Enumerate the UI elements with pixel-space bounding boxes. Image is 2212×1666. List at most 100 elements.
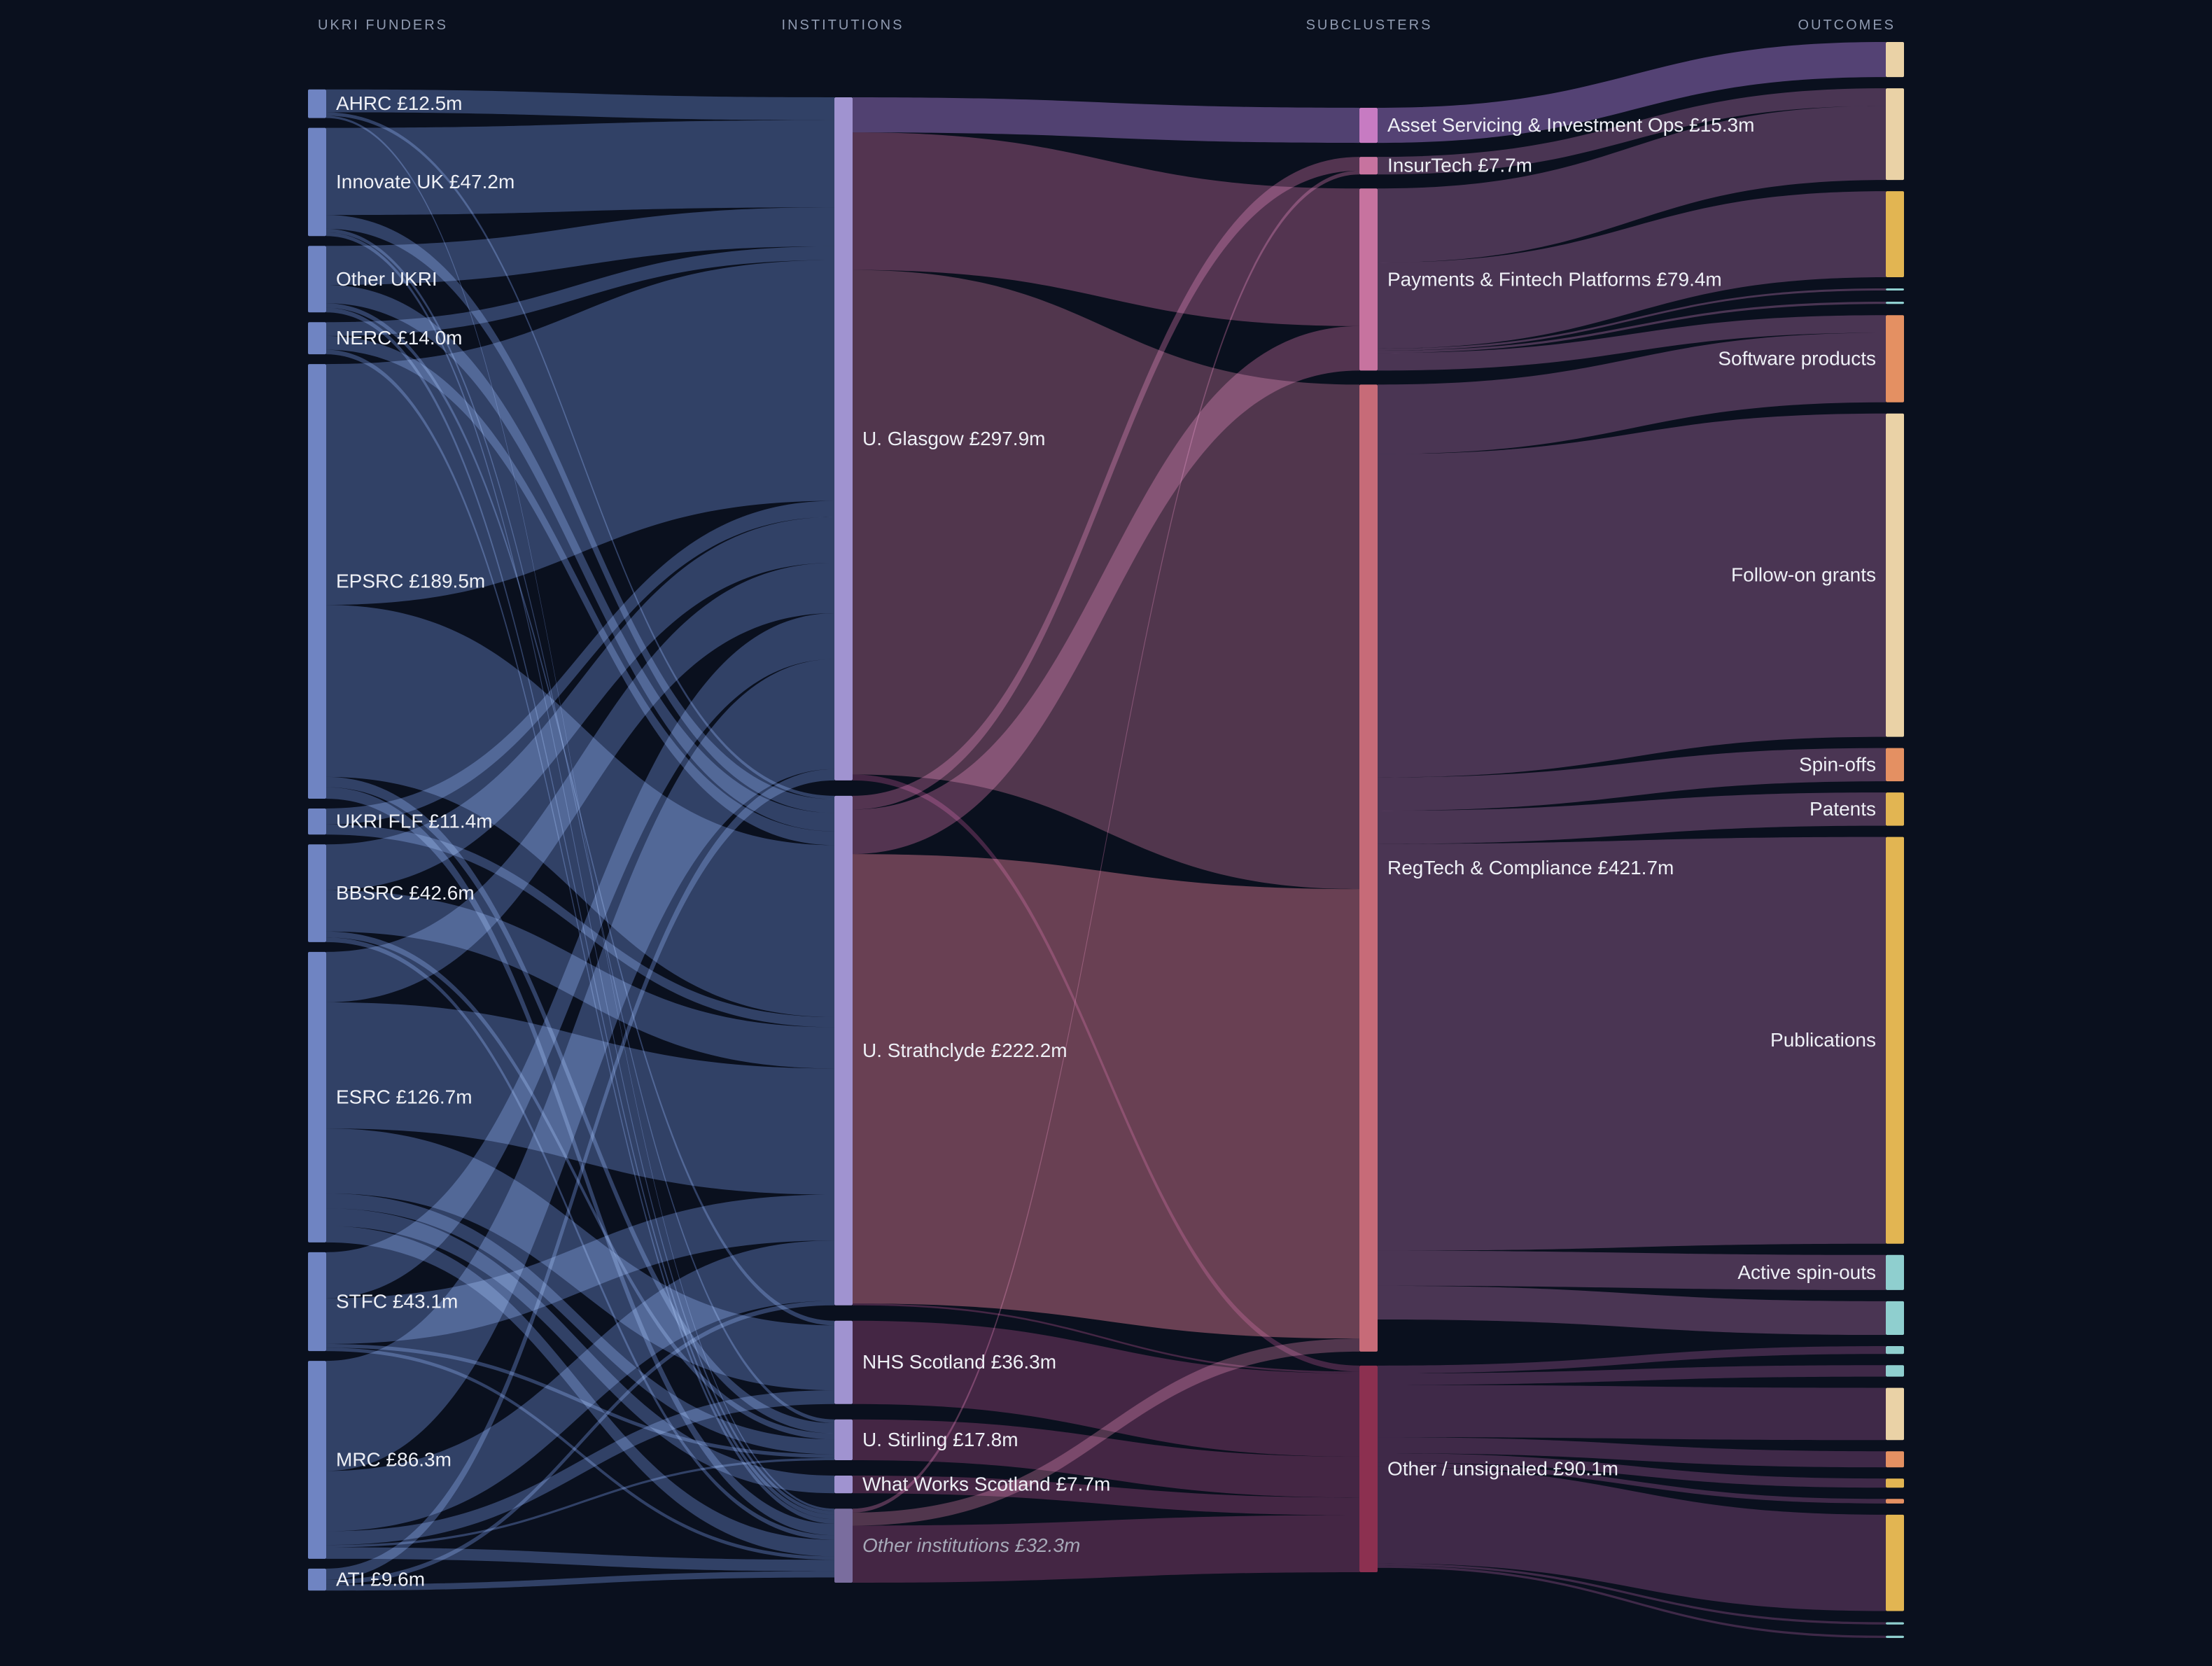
link-i_strath-to-s_pay [853,326,1359,855]
node-o_spinoffs [1886,748,1904,782]
link-s_other-to-o_oth_9 [1378,1565,1886,1638]
node-s_pay [1359,188,1378,371]
node-f_nerc [308,322,326,355]
link-s_reg-to-o_pubs [1378,836,1886,1251]
label-s_other: Other / unsignaled £90.1m [1387,1457,1618,1479]
node-o_oth_9 [1886,1635,1904,1638]
label-f_stfc: STFC £43.1m [336,1291,458,1312]
label-f_esrc: ESRC £126.7m [336,1086,472,1107]
link-s_other-to-o_oth_8 [1378,1563,1886,1625]
node-o_software [1886,315,1904,402]
node-o_pay_3 [1886,288,1904,291]
node-i_whatworks [834,1476,853,1494]
label-o_software: Software products [1718,347,1876,369]
link-s_pay-to-o_pay_1 [1378,106,1886,263]
node-o_oth_3 [1886,1387,1904,1441]
link-i_strath-to-s_reg [853,854,1359,1339]
node-f_innovate [308,127,326,237]
label-o_active: Active spin-outs [1737,1261,1876,1283]
node-f_epsrc [308,364,326,799]
node-o_pubs [1886,836,1904,1244]
node-f_esrc [308,951,326,1242]
node-o_active [1886,1254,1904,1290]
node-o_pay_2 [1886,191,1904,278]
label-i_whatworks: What Works Scotland £7.7m [862,1474,1110,1495]
node-i_other [834,1508,853,1583]
link-f_epsrc-to-i_glasgow [326,260,834,606]
link-f_esrc-to-i_whatworks [326,1208,834,1494]
link-s_other-to-o_oth_1 [1378,1346,1886,1374]
link-s_pay-to-o_pay_2 [1378,191,1886,349]
link-f_mrc-to-i_stirling [326,1457,834,1548]
link-i_other-to-s_reg [853,1338,1359,1526]
node-o_oth_8 [1886,1622,1904,1625]
label-f_epsrc: EPSRC £189.5m [336,570,485,592]
link-f_mrc-to-i_glasgow [326,659,834,1471]
label-i_glasgow: U. Glasgow £297.9m [862,428,1045,449]
link-f_mrc-to-i_strath [326,1240,834,1532]
label-o_followon: Follow-on grants [1731,564,1876,586]
link-s_other-to-o_oth_4 [1378,1437,1886,1468]
link-f_flf-to-i_strath [326,824,834,1028]
label-f_other: Other UKRI [336,268,438,290]
link-i_other-to-s_other [853,1515,1359,1583]
link-i_other-to-s_insur [853,170,1359,1513]
link-s_other-to-o_oth_5 [1378,1453,1886,1488]
node-o_pay_1 [1886,88,1904,181]
sankey-nodes [308,42,1904,1638]
node-o_patents [1886,792,1904,826]
node-s_other [1359,1365,1378,1573]
column-header-2: SUBCLUSTERS [1306,18,1433,33]
label-f_innovate: Innovate UK £47.2m [336,171,514,192]
link-i_strath-to-s_other [853,1303,1359,1374]
label-o_spinoffs: Spin-offs [1799,753,1876,775]
label-f_mrc: MRC £86.3m [336,1448,451,1470]
link-s_reg-to-o_followon [1378,413,1886,778]
label-f_ati: ATI £9.6m [336,1569,425,1590]
link-f_other-to-i_glasgow [326,207,834,285]
node-o_asset_1 [1886,42,1904,78]
node-o_oth_7 [1886,1514,1904,1611]
link-f_ati-to-i_other [326,1571,834,1591]
link-s_pay-to-o_pay_3 [1378,288,1886,351]
link-s_other-to-o_oth_3 [1378,1385,1886,1441]
label-s_pay: Payments & Fintech Platforms £79.4m [1387,268,1722,290]
link-s_reg-to-o_software [1378,332,1886,454]
node-i_stirling [834,1419,853,1461]
link-s_asset-to-o_asset_1 [1378,42,1886,144]
label-f_bbsrc: BBSRC £42.6m [336,882,475,904]
link-s_insur-to-o_pay_1 [1378,88,1886,175]
label-i_stirling: U. Stirling £17.8m [862,1429,1018,1450]
label-i_other: Other institutions £32.3m [862,1534,1080,1556]
link-s_reg-to-o_spinoffs [1378,748,1886,811]
link-f_nerc-to-i_glasgow [326,246,834,336]
link-i_strath-to-s_insur [853,157,1359,810]
node-f_bbsrc [308,844,326,942]
link-s_other-to-o_oth_7 [1378,1466,1886,1611]
link-i_glasgow-to-s_pay [853,132,1359,326]
link-s_other-to-o_oth_6 [1378,1462,1886,1504]
link-f_epsrc-to-i_strath [326,605,834,1017]
link-i_nhs-to-s_other [853,1320,1359,1457]
column-header-1: INSTITUTIONS [782,18,904,33]
column-header-0: UKRI FUNDERS [318,18,448,33]
node-f_flf [308,808,326,835]
link-f_other-to-i_strath [326,284,834,832]
node-s_insur [1359,157,1378,175]
label-o_pubs: Publications [1770,1029,1876,1051]
node-i_nhs [834,1320,853,1404]
link-s_pay-to-o_pay_4 [1378,301,1886,354]
link-f_ati-to-i_glasgow [326,769,834,1580]
node-s_asset [1359,107,1378,144]
node-o_oth_4 [1886,1451,1904,1468]
node-f_other [308,246,326,313]
node-o_oth_6 [1886,1499,1904,1504]
sankey-links [326,42,1886,1638]
link-s_pay-to-o_software [1378,315,1886,371]
label-i_strath: U. Strathclyde £222.2m [862,1040,1068,1061]
link-f_innovate-to-i_glasgow [326,120,834,216]
link-f_ati-to-i_strath [326,1301,834,1585]
label-f_ahrc: AHRC £12.5m [336,92,463,114]
